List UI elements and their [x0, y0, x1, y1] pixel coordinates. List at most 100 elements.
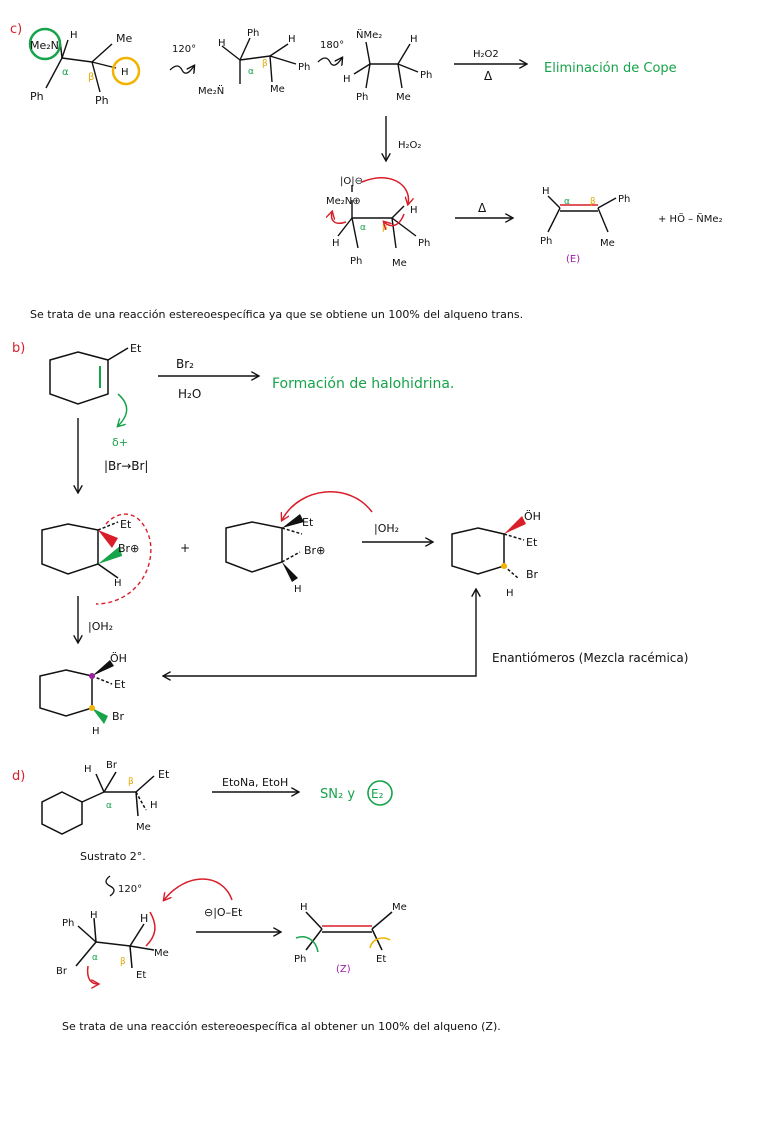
c-amine-oxide [337, 185, 417, 249]
c-rotation2: 180° [320, 40, 344, 51]
c-start-ph2: Ph [95, 94, 109, 107]
d-alkene-product [305, 911, 393, 951]
d-conf-h: H [90, 910, 98, 921]
c-prod-me: Me [600, 238, 615, 249]
c-oxide-n: Me₂N⊕ [326, 196, 361, 207]
c-byproduct: + HÖ – N̈Me₂ [658, 212, 723, 225]
b-brom1-h: H [114, 578, 122, 589]
b-brom1-et: Et [120, 518, 132, 531]
b-cyclohexene [49, 347, 129, 405]
d-base-arrow [164, 878, 233, 900]
c-conf2-me: Me [270, 84, 285, 95]
d-reagent: EtoNa, EtoH [222, 776, 288, 789]
c-conf3-nme2: N̈Me₂ [356, 28, 382, 41]
b-stereo-dot-3 [89, 705, 95, 711]
d-conf-ph: Ph [62, 918, 74, 929]
section-d-label: d) [12, 769, 25, 784]
c-conf3-ph2: Ph [356, 92, 368, 103]
d-sub-me: Me [136, 822, 151, 833]
c-conformer-2 [221, 37, 297, 84]
d-leaving-arrow [86, 965, 98, 984]
b-brom2-wedge-1 [282, 514, 304, 528]
d-substrate-label: Sustrato 2°. [80, 850, 146, 863]
c-alkene-product [547, 195, 617, 233]
b-halohydrin-2 [39, 669, 113, 717]
highlight-circle-nme2 [28, 27, 62, 61]
b-halohydrin-1 [451, 527, 519, 579]
b-stereo-dot-2 [89, 673, 95, 679]
c-conf3-me: Me [396, 92, 411, 103]
c-start-nme2: Me₂N [30, 39, 59, 52]
d-sub-beta: β [128, 777, 134, 787]
c-product-label: (E) [566, 254, 580, 265]
d-rotation-arrow [105, 875, 115, 897]
d-sub-h2: H [150, 800, 158, 811]
b-polar-bond: |Br→Br| [104, 459, 148, 473]
c-conf2-alpha: α [248, 67, 254, 77]
highlight-circle-h [111, 56, 141, 86]
d-conf-br: Br [56, 966, 68, 977]
c-conformer-3 [353, 41, 419, 89]
b-reagent1: Br₂ [176, 357, 194, 371]
d-yellow-arc [369, 937, 391, 949]
c-heat2: Δ [478, 201, 487, 215]
c-curved-arrow-2 [384, 213, 405, 226]
b-reagent2: H₂O [178, 387, 201, 401]
rotation-arrow-120 [169, 66, 194, 73]
c-reagent-down: H₂O₂ [398, 140, 421, 151]
d-sub-et: Et [158, 768, 170, 781]
b-enantiomer-link [164, 598, 477, 676]
d-conf-et: Et [136, 970, 146, 981]
b-prod1-br: Br [526, 568, 539, 581]
c-prod-beta: β [590, 197, 596, 207]
c-oxide-ph2: Ph [350, 256, 362, 267]
c-oxide-h: H [410, 205, 418, 216]
b-et-dash [503, 533, 525, 541]
c-beta: β [88, 72, 94, 83]
d-rotation: 120° [118, 884, 142, 895]
d-prod-ph: Ph [294, 954, 306, 965]
d-bond-arrow [145, 911, 156, 947]
c-start-me: Me [116, 32, 132, 45]
b-prod2-et: Et [114, 678, 126, 691]
b-prod2-oh-wedge [92, 660, 114, 676]
c-heat: Δ [484, 69, 493, 83]
b-prod1-oh: ÖH [524, 510, 541, 523]
c-note: Se trata de una reacción estereoespecífi… [30, 308, 523, 321]
d-green-arc [295, 936, 319, 953]
b-brom2-et: Et [302, 516, 314, 529]
b-brom1-br: Br⊕ [118, 542, 139, 555]
b-br-wedge-2 [98, 546, 122, 564]
d-note: Se trata de una reacción estereoespecífi… [62, 1020, 501, 1033]
c-prod-ph: Ph [618, 194, 630, 205]
b-brom2-br: Br⊕ [304, 544, 325, 557]
b-bromonium-1 [41, 521, 119, 579]
c-conf3-h1: H [343, 74, 351, 85]
c-curved-arrow-3 [332, 212, 347, 224]
b-brom2-h: H [294, 584, 302, 595]
c-prod-alpha: α [564, 197, 570, 207]
c-oxide-alpha: α [360, 223, 366, 233]
d-sub-alpha: α [106, 801, 112, 811]
c-oxide-ph: Ph [418, 238, 430, 249]
c-prod-h: H [542, 186, 550, 197]
c-oxide-h2: H [332, 238, 340, 249]
c-rotation1: 120° [172, 44, 196, 55]
d-conformer [75, 917, 155, 969]
c-conf3-ph: Ph [420, 70, 432, 81]
c-oxide-me: Me [392, 258, 407, 269]
c-conf2-beta: β [262, 59, 268, 69]
c-curved-arrow-1 [361, 176, 408, 204]
c-start-h2: H [121, 67, 129, 78]
b-dashed-arrow [95, 513, 152, 605]
d-conf-me: Me [154, 948, 169, 959]
b-result: Formación de halohidrina. [272, 376, 454, 392]
section-c-label: c) [10, 22, 22, 37]
d-prod-me: Me [392, 902, 407, 913]
b-plus: + [180, 541, 190, 555]
c-conf2-ph2: Ph [298, 62, 310, 73]
c-conf3-h2: H [410, 34, 418, 45]
b-prod1-h: H [506, 588, 514, 599]
b-bromonium-2 [225, 521, 303, 573]
